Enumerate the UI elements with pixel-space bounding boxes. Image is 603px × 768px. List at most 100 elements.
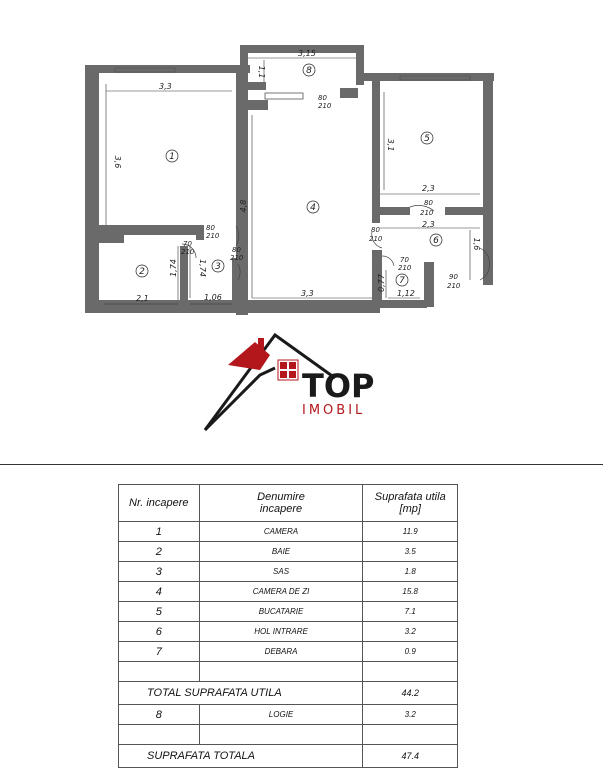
- row-name: SAS: [198, 561, 364, 582]
- row-area: 3.2: [362, 621, 458, 642]
- windows: [114, 67, 471, 100]
- row-area: 11.9: [362, 521, 458, 542]
- row-name: BAIE: [198, 541, 364, 562]
- row-name: CAMERA DE ZI: [198, 581, 364, 602]
- header-suprafata-line2: [mp]: [399, 503, 421, 515]
- room-6-number: 6: [433, 236, 439, 246]
- room-5-number: 5: [424, 134, 430, 144]
- dim-room7-width: 1,12: [397, 289, 415, 298]
- door-kitchen-height: 210: [420, 209, 434, 217]
- total-row-label: SUPRAFATA TOTALA: [117, 744, 363, 768]
- dim-room7-height: 0,77: [377, 273, 386, 292]
- dim-room3-width: 1,06: [204, 293, 222, 302]
- header-denumire-line2: incapere: [259, 503, 303, 515]
- row-nr: 3: [118, 561, 200, 582]
- separator-line: [0, 464, 603, 465]
- row-name: LOGIE: [198, 704, 364, 725]
- dim-room1-width: 3,3: [159, 82, 172, 91]
- empty-cell: [362, 724, 458, 745]
- row-area: 1.8: [362, 561, 458, 582]
- door-hall-width: 80: [371, 226, 380, 234]
- header-suprafata: Suprafata utila [mp]: [362, 484, 458, 522]
- row-nr: 6: [118, 621, 200, 642]
- dim-room6-width: 2,3: [422, 220, 435, 229]
- door-living-width: 80: [232, 246, 241, 254]
- empty-cell: [198, 661, 364, 682]
- row-nr: 1: [118, 521, 200, 542]
- empty-row: [118, 661, 458, 682]
- row-name: CAMERA: [198, 521, 364, 542]
- dim-room5-height: 3,1: [386, 139, 395, 152]
- door-living-height: 210: [230, 254, 244, 262]
- floor-plan: 1 2 3 4 5 6 7 8 3,3 3,6 3,15 1,1 4,8 3,3…: [85, 45, 494, 315]
- door-bath-height: 210: [181, 248, 195, 256]
- door-room1-width: 80: [206, 224, 215, 232]
- room-3-number: 3: [215, 262, 221, 272]
- dim-room5-width: 2,3: [422, 184, 435, 193]
- row-name: BUCATARIE: [198, 601, 364, 622]
- header-denumire-line1: Denumire: [257, 491, 305, 503]
- dimension-lines: [104, 57, 480, 305]
- empty-cell: [118, 724, 200, 745]
- logo-imobil-text: IMOBIL: [302, 403, 365, 418]
- dim-room2-width: 2,1: [136, 294, 149, 303]
- header-nr: Nr. incapere: [118, 484, 200, 522]
- dim-room8-width: 3,15: [298, 49, 316, 58]
- room-1-number: 1: [169, 152, 175, 162]
- row-nr: 2: [118, 541, 200, 562]
- header-suprafata-line1: Suprafata utila: [374, 491, 446, 503]
- dim-room3-height: 1,74: [198, 259, 207, 277]
- door-loggia-height: 210: [318, 102, 332, 110]
- header-denumire: Denumire incapere: [198, 484, 364, 522]
- empty-cell: [198, 724, 364, 745]
- total-utila-row-label: TOTAL SUPRAFATA UTILA: [117, 681, 363, 705]
- room-2-number: 2: [139, 267, 145, 277]
- total-row-area: 47.4: [362, 744, 458, 768]
- door-arcs: [181, 205, 491, 281]
- door-hall-height: 210: [369, 235, 383, 243]
- room-7-number: 7: [399, 276, 405, 286]
- row-area: 3.5: [362, 541, 458, 562]
- row-area: 7.1: [362, 601, 458, 622]
- dim-room4-height: 4,8: [239, 200, 248, 213]
- total-utila-row-area: 44.2: [362, 681, 458, 705]
- row-nr: 5: [118, 601, 200, 622]
- row-area: 15.8: [362, 581, 458, 602]
- dim-room1-height: 3,6: [113, 156, 122, 169]
- row-area: 0.9: [362, 641, 458, 662]
- row-name: HOL INTRARE: [198, 621, 364, 642]
- door-debara-height: 210: [398, 264, 412, 272]
- walls: [85, 45, 494, 315]
- rooms-table: Nr. incapere Denumire incapere Suprafata…: [117, 484, 458, 768]
- row-area: 3.2: [362, 704, 458, 725]
- row-name: DEBARA: [198, 641, 364, 662]
- dim-room6-height: 1,6: [472, 238, 481, 251]
- row-nr: 8: [118, 704, 200, 725]
- door-entrance-height: 210: [447, 282, 461, 290]
- door-loggia-width: 80: [318, 94, 327, 102]
- door-bath-width: 70: [183, 240, 192, 248]
- dim-room4-width: 3,3: [301, 289, 314, 298]
- row-nr: 7: [118, 641, 200, 662]
- door-room1-height: 210: [206, 232, 220, 240]
- room-numbers: [135, 63, 443, 287]
- empty-row: [118, 724, 458, 745]
- logo-top-text: TOP: [302, 367, 374, 405]
- door-kitchen-width: 80: [424, 199, 433, 207]
- room-8-number: 8: [306, 66, 312, 76]
- empty-cell: [362, 661, 458, 682]
- door-entrance-width: 90: [449, 273, 458, 281]
- row-nr: 4: [118, 581, 200, 602]
- dim-room2-height: 1,74: [169, 259, 178, 277]
